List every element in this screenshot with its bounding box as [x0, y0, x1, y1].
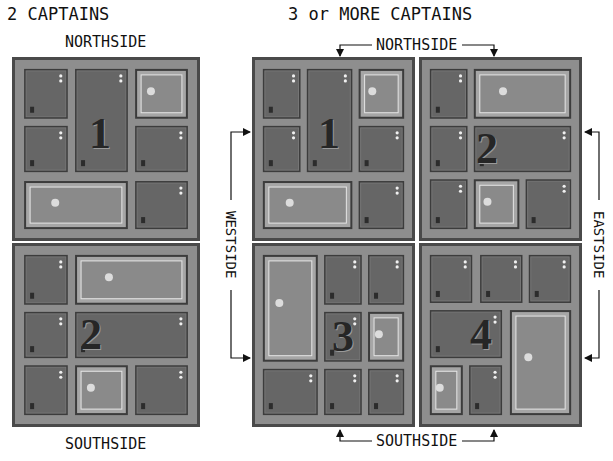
map-tile: 1	[12, 57, 200, 241]
map-tile: 4	[419, 243, 582, 427]
west-bracket	[231, 132, 250, 200]
zone-number: 2	[80, 313, 102, 357]
city-map	[419, 57, 582, 241]
side-label: SOUTHSIDE	[63, 436, 148, 453]
side-label: WESTSIDE	[221, 211, 240, 278]
zone-number: 4	[470, 313, 492, 357]
map-tile: 1	[252, 57, 415, 241]
side-label: EASTSIDE	[589, 211, 608, 278]
city-map	[12, 243, 200, 427]
north-bracket	[340, 45, 372, 56]
side-label: NORTHSIDE	[374, 37, 459, 54]
side-label: SOUTHSIDE	[374, 433, 459, 450]
south-bracket	[462, 430, 494, 441]
column-heading: 3 or MORE CAPTAINS	[286, 5, 474, 24]
map-tile: 2	[12, 243, 200, 427]
zone-number: 1	[89, 112, 111, 156]
zone-number: 1	[318, 112, 340, 156]
north-bracket	[462, 45, 494, 56]
east-bracket	[585, 290, 599, 358]
east-bracket	[585, 132, 599, 200]
map-tile: 2	[419, 57, 582, 241]
side-label: NORTHSIDE	[63, 34, 148, 51]
zone-number: 2	[476, 127, 498, 171]
map-tile: 3	[252, 243, 415, 427]
zone-number: 3	[332, 315, 354, 359]
city-map	[419, 243, 582, 427]
south-bracket	[340, 430, 372, 441]
west-bracket	[231, 290, 250, 358]
column-heading: 2 CAPTAINS	[5, 5, 111, 24]
